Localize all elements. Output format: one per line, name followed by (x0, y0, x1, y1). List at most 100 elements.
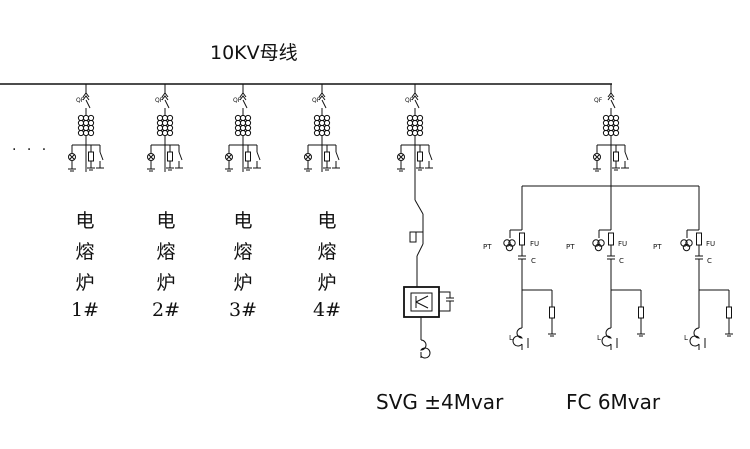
indicator-cross (305, 154, 311, 160)
arrester-icon (417, 151, 423, 162)
breaker-symbol (411, 92, 419, 101)
furnace-label-2: 电 熔 炉 2# (151, 206, 181, 330)
ct-coil (87, 124, 95, 132)
ct-coil (244, 124, 252, 132)
ct-coil (313, 114, 321, 122)
ct-coil (87, 114, 95, 122)
ct-block (77, 114, 95, 137)
arrester-icon (549, 306, 555, 319)
ct-coil (411, 119, 419, 127)
earth-switch (178, 151, 183, 161)
ct-coil (156, 114, 164, 122)
disconnect-switch (414, 199, 424, 215)
ct-block (234, 114, 252, 137)
indicator-cross (226, 154, 232, 160)
ct-coil (612, 124, 620, 132)
pt-label: PT (653, 243, 662, 251)
qf-label: QF (405, 97, 414, 104)
igbt-icon (410, 292, 433, 312)
ct-block (602, 114, 620, 137)
breaker-switch (242, 99, 248, 109)
fc-sub-branch (592, 186, 645, 350)
ct-coil (416, 124, 424, 132)
ct-coil (607, 119, 615, 127)
breaker-symbol (239, 92, 247, 101)
ct-coil (234, 119, 242, 127)
dc-link (439, 291, 451, 298)
ct-coil (323, 119, 331, 127)
furnace-label-3: 电 熔 炉 3# (228, 206, 258, 330)
furnace-label-1: 电 熔 炉 1# (70, 206, 100, 330)
furnace-char: 熔 (317, 241, 337, 263)
feeder-bay (304, 84, 340, 172)
furnace-char: 电 (317, 210, 337, 232)
pt-icon (682, 243, 691, 252)
ct-coil (239, 129, 247, 137)
feeder-bay (225, 84, 261, 172)
resistor-icon (409, 231, 417, 243)
furnace-number: 2# (151, 299, 180, 321)
ct-coil (234, 124, 242, 132)
fu-label: FU (706, 240, 716, 248)
svg-branch-label: SVG ±4Mvar (376, 390, 504, 414)
ct-coil (318, 119, 326, 127)
furnace-number: 3# (228, 299, 257, 321)
ct-coil (318, 124, 326, 132)
furnace-char: 熔 (75, 241, 95, 263)
breaker-symbol (161, 92, 169, 101)
converter-box (403, 286, 440, 318)
ct-coil (244, 114, 252, 122)
reactor-icon (419, 339, 431, 359)
fc-branch-label: FC 6Mvar (566, 390, 661, 414)
fuse-icon (696, 232, 702, 246)
ct-coil (416, 119, 424, 127)
pt-label: PT (566, 243, 575, 251)
furnace-char: 电 (75, 210, 95, 232)
ct-coil (416, 129, 424, 137)
reactor-icon (601, 327, 613, 347)
arrester-icon (167, 151, 173, 162)
ct-coil (602, 129, 610, 137)
l-label: L (684, 334, 688, 342)
ct-block (156, 114, 174, 137)
earth-switch (99, 151, 104, 161)
ct-coil (244, 129, 252, 137)
fu-label: FU (530, 240, 540, 248)
furnace-char: 电 (233, 210, 253, 232)
ct-coil (607, 124, 615, 132)
ct-coil (323, 129, 331, 137)
pt-icon (594, 243, 603, 252)
furnace-char: 炉 (156, 272, 176, 294)
fuse-icon (608, 232, 614, 246)
fc-sub-branch (503, 186, 556, 350)
furnace-label-4: 电 熔 炉 4# (312, 206, 342, 330)
igbt-icon (415, 295, 429, 309)
ct-coil (411, 129, 419, 137)
ct-coil (87, 119, 95, 127)
dc-link (439, 301, 451, 312)
arrester-icon (88, 151, 94, 162)
ct-coil (406, 114, 414, 122)
ct-coil (166, 114, 174, 122)
ct-coil (323, 114, 331, 122)
qf-label: QF (233, 97, 242, 104)
ct-coil (313, 129, 321, 137)
ct-coil (82, 119, 90, 127)
ct-coil (239, 114, 247, 122)
breaker-symbol (82, 92, 90, 101)
breaker-switch (85, 99, 91, 109)
ct-coil (318, 114, 326, 122)
ct-coil (612, 114, 620, 122)
ct-coil (77, 129, 85, 137)
ct-coil (156, 124, 164, 132)
more-feeders-ellipsis: · · · (12, 142, 50, 158)
ct-coil (82, 129, 90, 137)
indicator-icon (225, 153, 233, 161)
reactor-icon (512, 327, 524, 347)
earth-switch (428, 151, 433, 161)
ct-coil (313, 119, 321, 127)
ct-coil (323, 124, 331, 132)
svg-branch (397, 84, 454, 359)
